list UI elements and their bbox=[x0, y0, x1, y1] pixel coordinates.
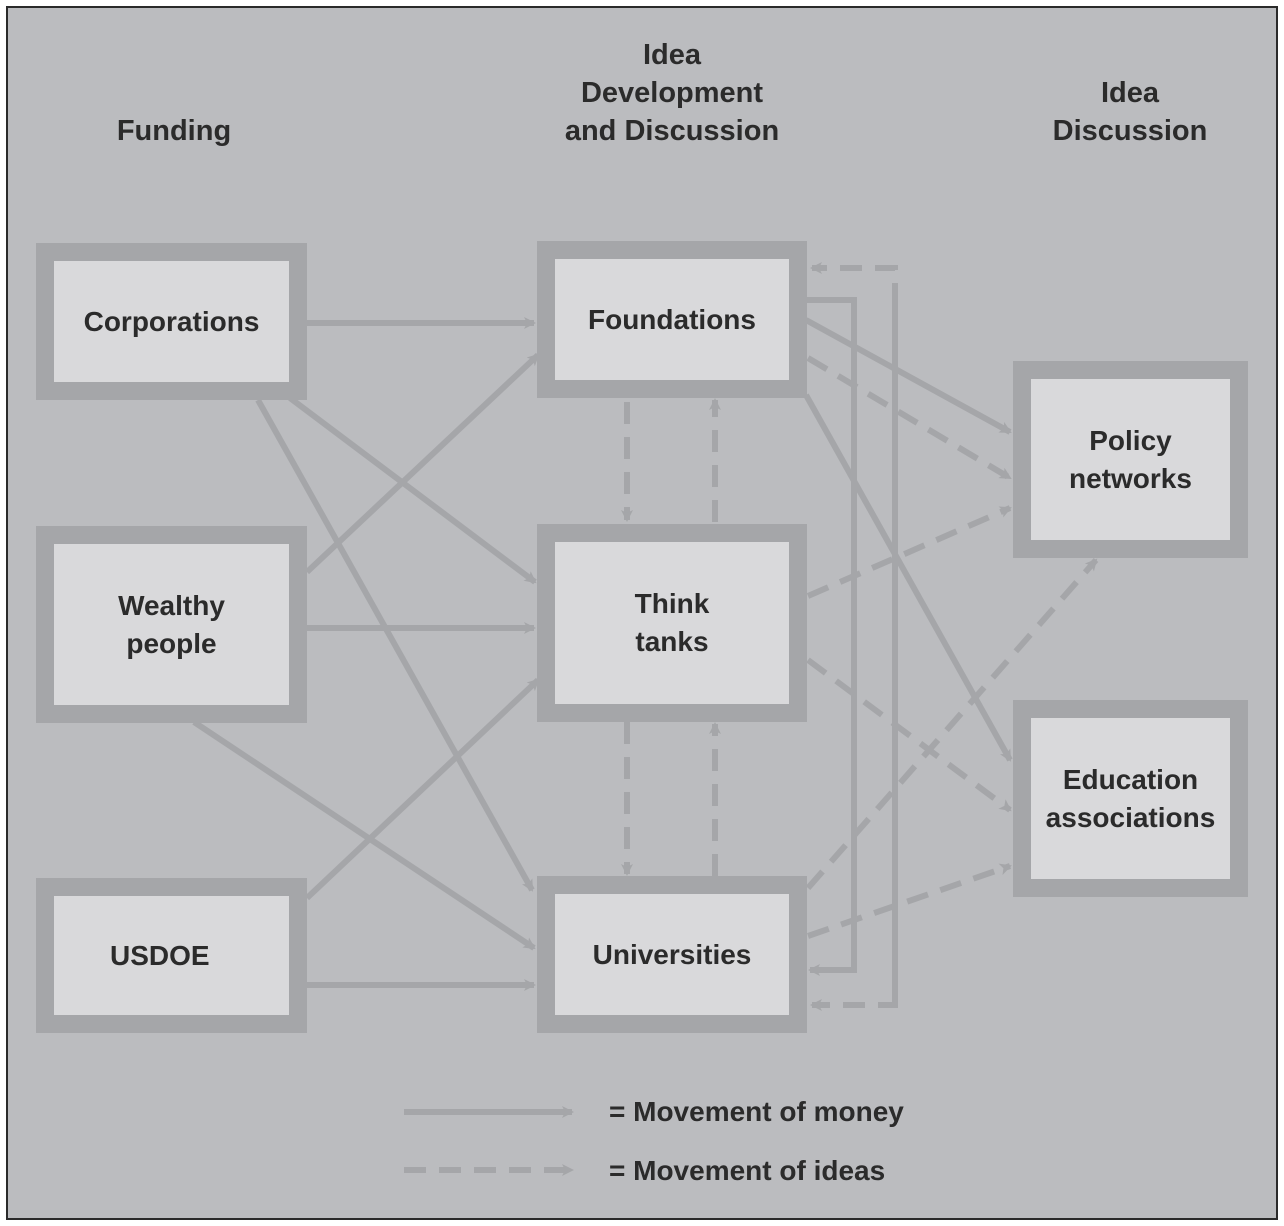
money-arrow-foundations-universities bbox=[806, 297, 857, 976]
node-think-tanks: Think tanks bbox=[537, 524, 807, 722]
header-idea-development: Idea Development and Discussion bbox=[564, 39, 780, 147]
money-arrow-usdoe-think-tanks bbox=[304, 677, 541, 901]
node-corporations: Corporations bbox=[36, 243, 307, 400]
node-wealthy-people: Wealthy people bbox=[36, 526, 307, 723]
idea-arrow-universities-education bbox=[807, 863, 1012, 939]
legend-ideas-label: = Movement of ideas bbox=[609, 1155, 886, 1186]
node-usdoe: USDOE bbox=[36, 878, 307, 1033]
node-foundations: Foundations bbox=[537, 241, 807, 398]
node-policy-networks: Policy networks bbox=[1013, 361, 1248, 558]
header-funding: Funding bbox=[116, 115, 232, 147]
header-idea-discussion: Idea Discussion bbox=[1052, 77, 1208, 147]
idea-arrow-universities-policy bbox=[805, 558, 1099, 890]
money-arrow-corporations-universities bbox=[255, 398, 535, 892]
money-arrow-wealthy-universities bbox=[192, 719, 536, 951]
node-education-associations: Education associations bbox=[1013, 700, 1248, 897]
legend-money-label: = Movement of money bbox=[609, 1096, 904, 1127]
idea-arrow-think-tanks-education bbox=[806, 657, 1012, 813]
money-arrow-foundations-policy bbox=[804, 317, 1012, 435]
idea-arrow-foundations-universities bbox=[810, 300, 898, 1011]
money-arrow-foundations-education bbox=[803, 393, 1013, 762]
idea-arrow-foundations-policy bbox=[806, 355, 1012, 481]
money-arrow-wealthy-foundations bbox=[304, 352, 541, 575]
node-universities: Universities bbox=[537, 876, 807, 1033]
money-arrow-corporations-think-tanks bbox=[288, 395, 537, 585]
idea-arrow-think-tanks-policy bbox=[806, 505, 1012, 599]
